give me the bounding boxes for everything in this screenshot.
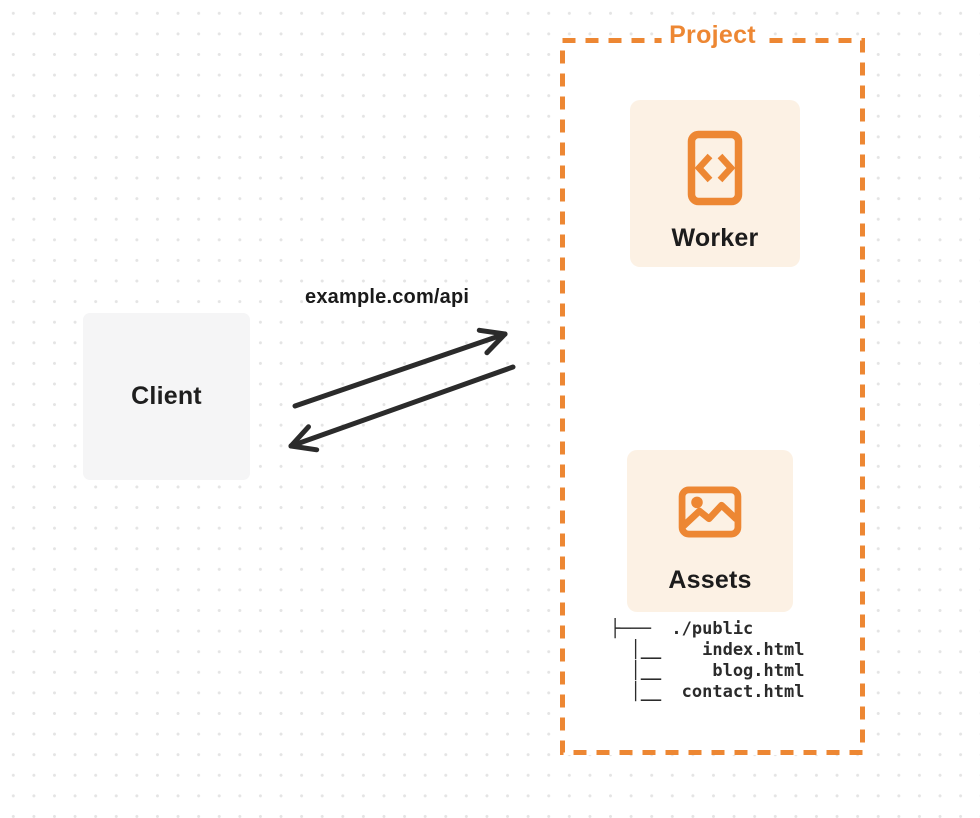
client-label: Client [131,382,202,410]
request-response-arrows [288,327,516,453]
assets-label: Assets [668,566,752,594]
image-icon [678,486,742,538]
request-url-label: example.com/api [305,286,470,308]
response-arrow [288,364,516,453]
assets-file-tree: ├─── ./public │__ index.html │__ blog.ht… [610,619,805,702]
code-document-icon [687,130,743,206]
request-arrow [292,327,508,409]
worker-node: Worker [630,100,800,267]
project-container: Project Worker Assets ├─── ./public │__ … [560,21,865,755]
assets-node: Assets [627,450,793,612]
project-label: Project [661,21,764,50]
client-node: Client [83,313,250,480]
worker-label: Worker [671,224,759,252]
